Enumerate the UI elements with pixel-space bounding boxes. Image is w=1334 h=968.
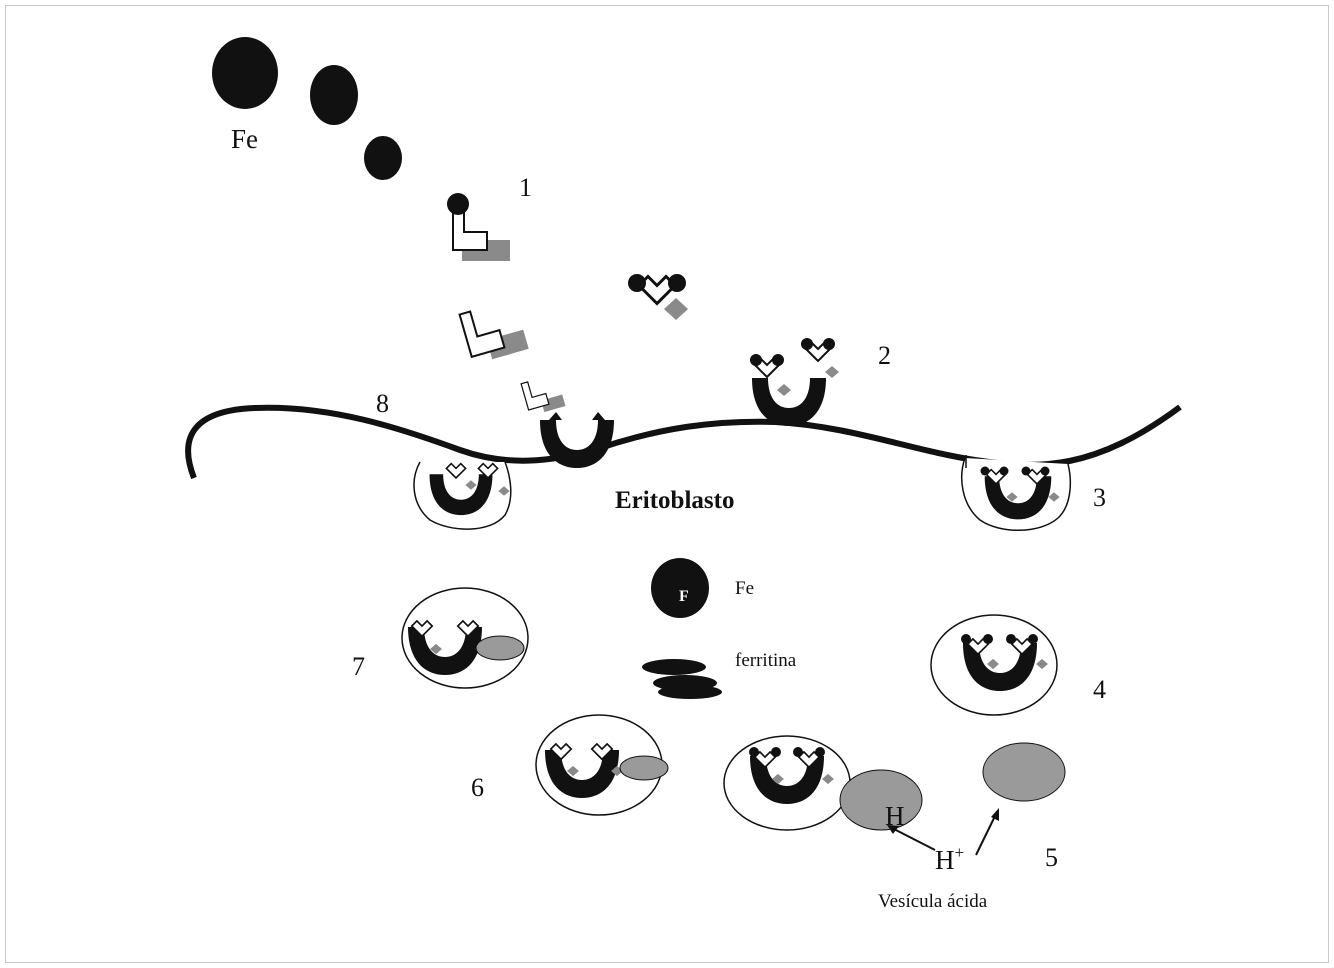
legend-iron-letter: F	[679, 588, 689, 605]
iron-dot-small	[364, 136, 402, 180]
exocytosis-pit-step8	[413, 461, 512, 530]
holo-transferrin-floating	[628, 274, 688, 320]
endosome-acidifying-step5	[723, 735, 923, 831]
fe-label-top: Fe	[231, 124, 258, 154]
step-8-label: 8	[376, 389, 389, 418]
step-2-label: 2	[878, 341, 891, 370]
proton-charge: +	[955, 843, 965, 862]
detaching-vesicle-step7	[475, 635, 525, 661]
holo-transferrin-step2	[801, 338, 839, 378]
step-7-label: 7	[352, 652, 365, 681]
iron-dot-medium	[310, 65, 358, 125]
acid-vesicle	[982, 742, 1066, 802]
vesicle-h-label: H	[885, 801, 905, 831]
legend-ferritin-symbol	[642, 659, 722, 699]
proton-arrows	[887, 808, 999, 856]
empty-receptor	[540, 412, 614, 468]
endocytosis-pit-step3	[961, 455, 1072, 531]
step-6-label: 6	[471, 773, 484, 802]
apo-transferrin-released-1	[458, 304, 529, 360]
cell-name-label: Eritoblasto	[615, 487, 734, 514]
step-5-label: 5	[1045, 843, 1058, 872]
free-iron-dots	[212, 37, 402, 180]
endosome-step7	[401, 587, 529, 689]
apo-transferrin-released-2	[520, 377, 566, 413]
step-3-label: 3	[1093, 483, 1106, 512]
endosome-step4	[930, 614, 1058, 716]
step-1-label: 1	[519, 173, 532, 202]
proton-label: H+	[935, 843, 964, 875]
figure-frame	[5, 5, 1329, 963]
legend-iron-symbol: F	[651, 558, 709, 618]
fusing-acid-vesicle	[839, 769, 923, 831]
acid-vesicle-label: Vesícula ácida	[878, 891, 988, 912]
legend-ferritin-label: ferritina	[735, 650, 797, 671]
detaching-vesicle-step6	[619, 755, 669, 781]
legend-fe-label: Fe	[735, 578, 754, 599]
step-4-label: 4	[1093, 675, 1106, 704]
iron-dot-large	[212, 37, 278, 109]
endosome-step6	[535, 714, 669, 816]
proton-letter: H	[935, 845, 955, 875]
apo-transferrin-step1	[447, 193, 510, 261]
receptor-bound-step2	[750, 354, 826, 426]
